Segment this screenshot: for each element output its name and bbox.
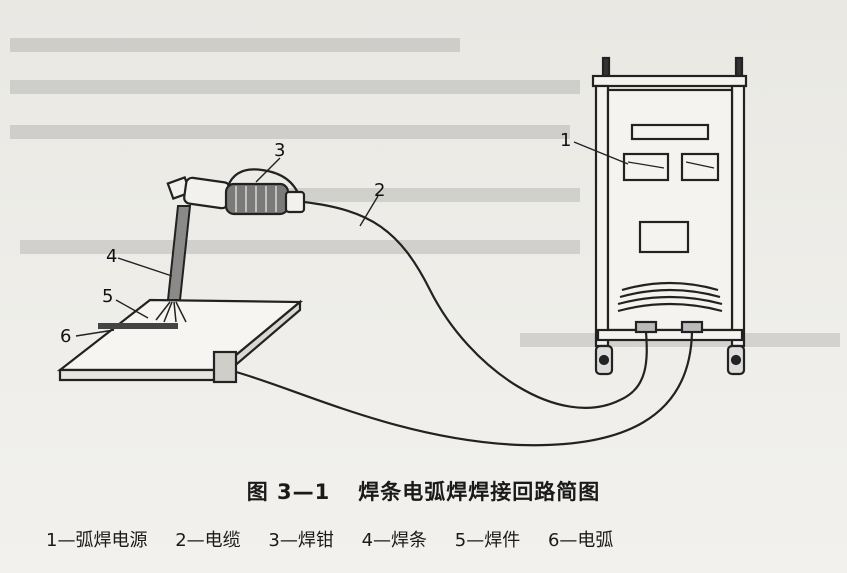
label-cable: 2 — [374, 180, 385, 201]
label-workpiece: 5 — [102, 286, 113, 307]
welding-circuit-diagram: 1 3 2 4 5 6 — [10, 38, 840, 447]
figure-legend: 1—弧焊电源 2—电缆 3—焊钳 4—焊条 5—焊件 6—电弧 — [46, 526, 826, 552]
label-power-source: 1 — [560, 130, 571, 151]
welding-power-source — [591, 56, 748, 376]
cable-holder-to-source — [303, 200, 648, 409]
legend-item: 1—弧焊电源 — [46, 530, 148, 551]
cable-workpiece-to-source — [235, 331, 694, 447]
legend-item: 5—焊件 — [454, 530, 521, 551]
electrode-holder — [166, 168, 306, 216]
legend-item: 6—电弧 — [547, 530, 614, 551]
legend-item: 2—电缆 — [175, 530, 241, 551]
figure-number: 图 3—1 — [246, 480, 331, 504]
welding-cables — [235, 200, 694, 447]
figure-title: 焊条电弧焊焊接回路简图 — [358, 480, 601, 504]
welding-arc — [155, 301, 187, 323]
label-electrode: 4 — [106, 246, 117, 267]
leader-lines — [75, 141, 629, 337]
legend-item: 4—焊条 — [361, 530, 428, 551]
label-holder: 3 — [274, 140, 285, 161]
workpiece-plate — [56, 298, 304, 384]
electrode-rod — [166, 205, 192, 301]
legend-item: 3—焊钳 — [268, 530, 334, 551]
label-arc: 6 — [60, 326, 71, 347]
figure-caption: 图 3—1 焊条电弧焊焊接回路简图 — [0, 476, 847, 506]
